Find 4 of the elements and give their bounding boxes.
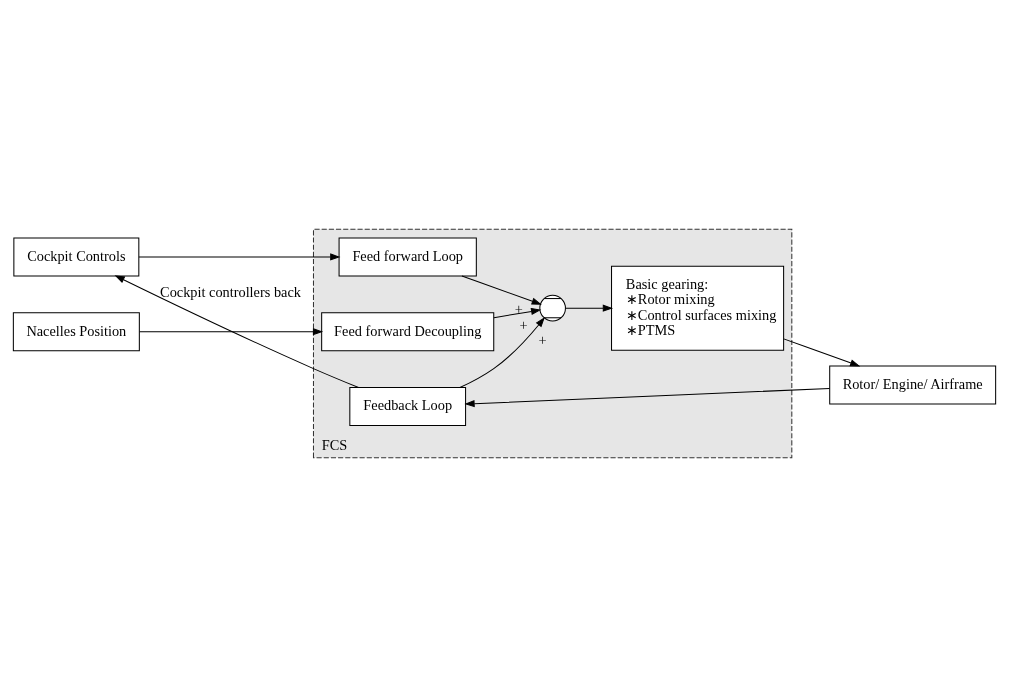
- node-label: +: [514, 300, 523, 317]
- edge-label: Cockpit controllers back: [160, 284, 301, 301]
- node-label: +: [538, 331, 547, 348]
- node-label: +: [519, 316, 528, 333]
